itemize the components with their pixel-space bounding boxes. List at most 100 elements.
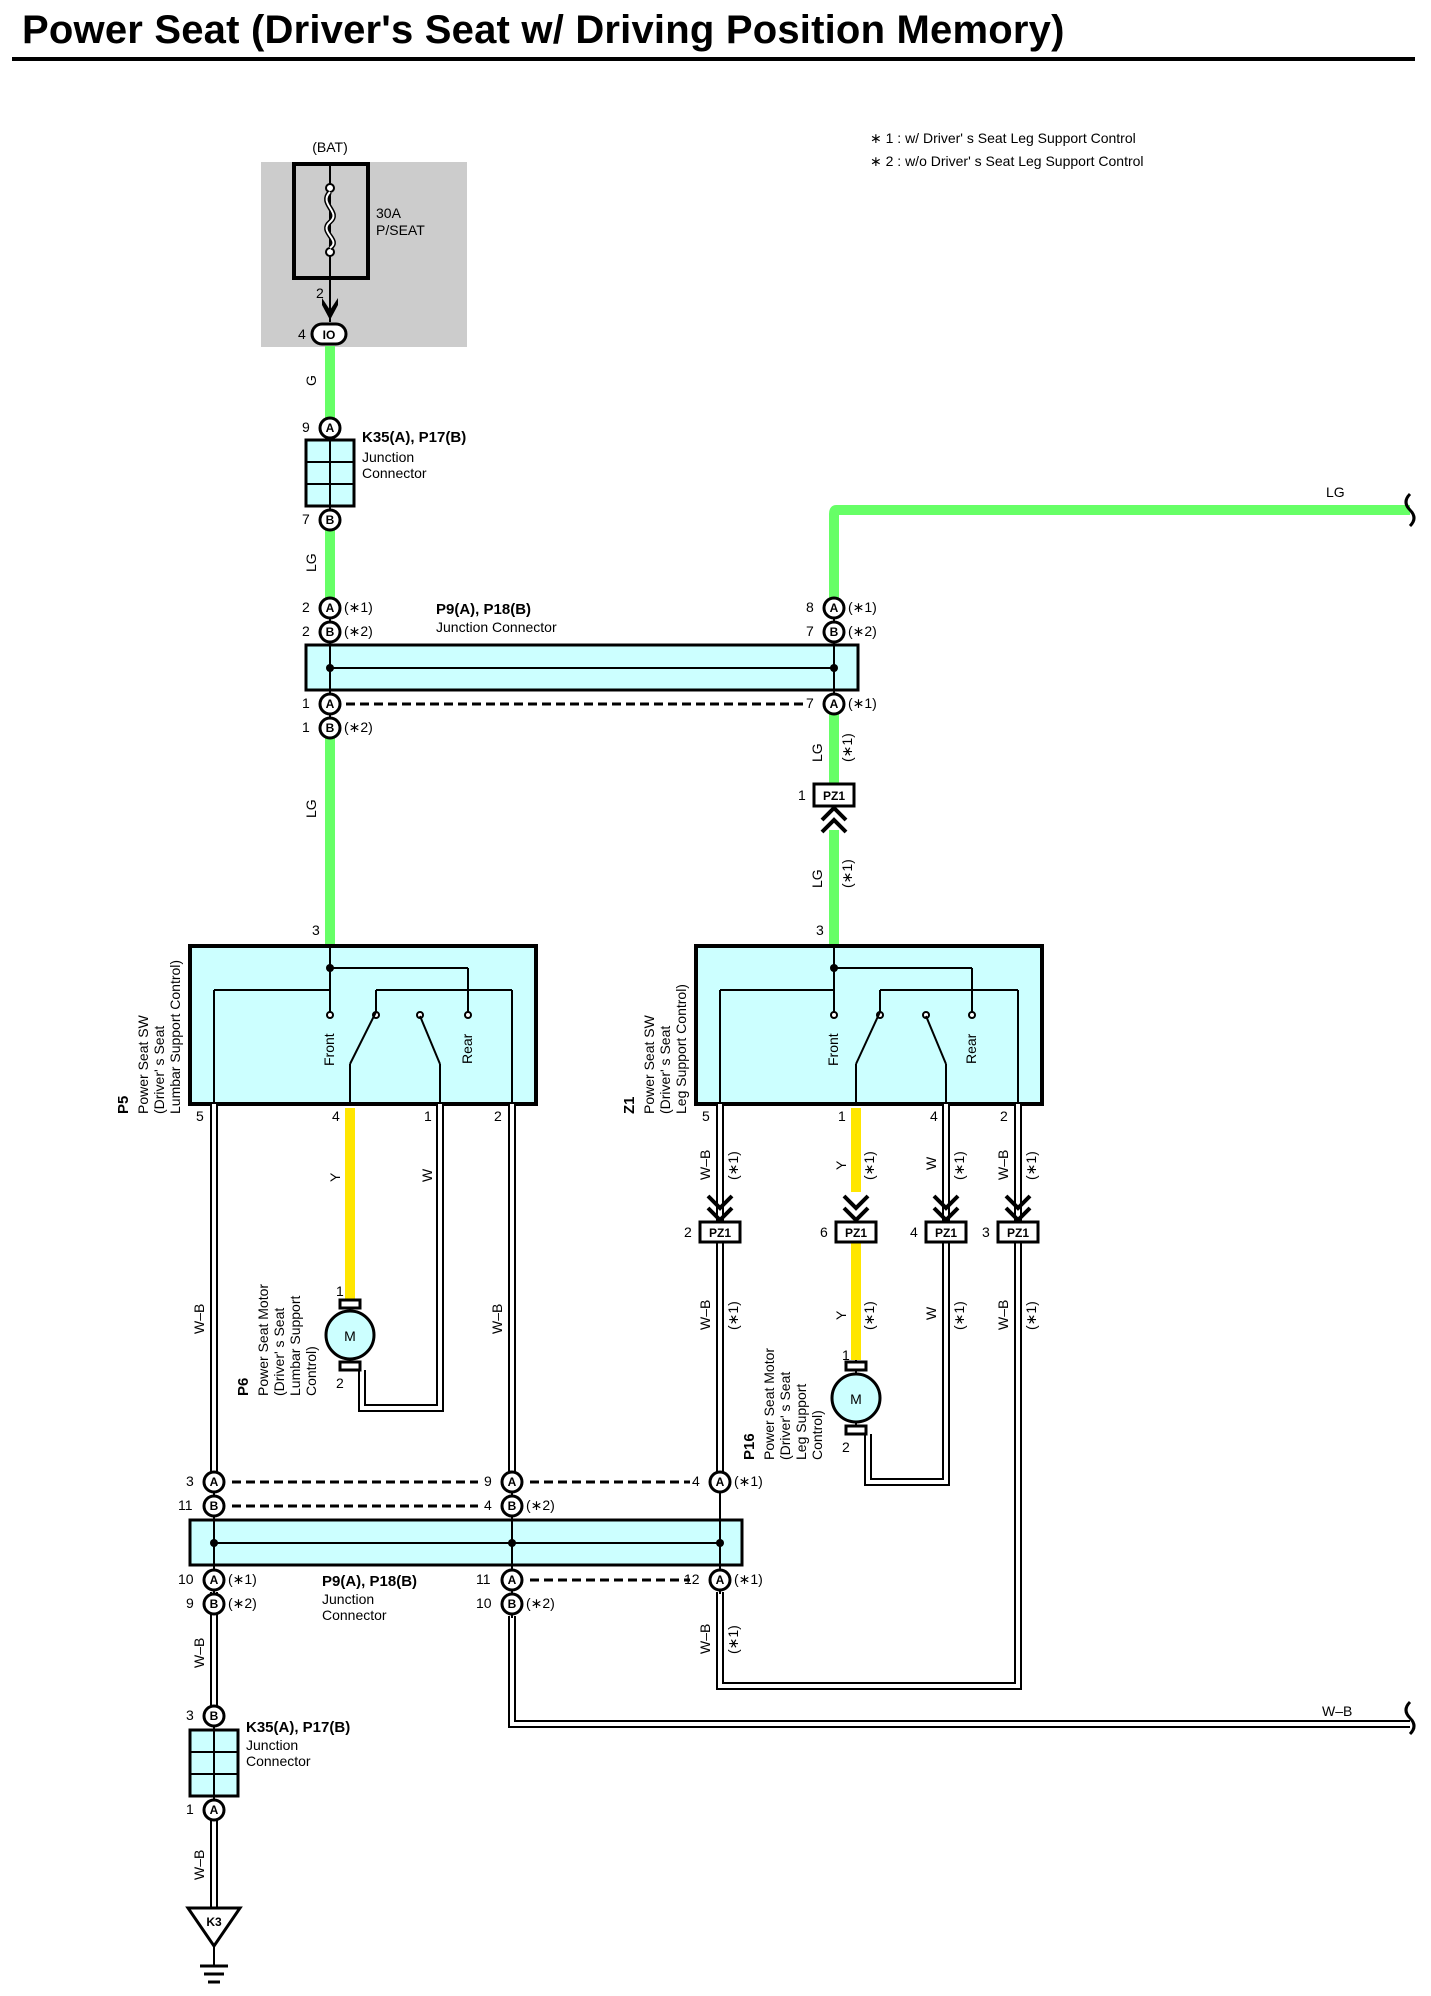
svg-text:Lumbar Support: Lumbar Support xyxy=(287,1295,303,1396)
svg-text:W: W xyxy=(923,1156,939,1170)
svg-text:2: 2 xyxy=(842,1439,850,1455)
switch-lumbar: 3 Front Rear 5 4 1 2 P5 Power Seat SW (D… xyxy=(115,922,538,1124)
svg-text:3: 3 xyxy=(982,1224,990,1240)
svg-text:Junction Connector: Junction Connector xyxy=(436,619,557,635)
svg-text:1: 1 xyxy=(838,1108,846,1124)
svg-text:W–B: W–B xyxy=(697,1300,713,1330)
svg-text:A: A xyxy=(716,1573,725,1587)
svg-text:W–B: W–B xyxy=(995,1150,1011,1180)
chevron-down-icon xyxy=(1004,1194,1032,1223)
fuse-pin: 2 xyxy=(316,285,324,301)
svg-text:11: 11 xyxy=(178,1497,193,1513)
svg-text:(∗1): (∗1) xyxy=(861,1301,877,1330)
svg-text:(∗1): (∗1) xyxy=(848,599,877,615)
svg-text:A: A xyxy=(210,1475,219,1489)
svg-text:3: 3 xyxy=(816,922,824,938)
svg-text:Y: Y xyxy=(833,1160,849,1170)
svg-text:Power Seat Motor: Power Seat Motor xyxy=(255,1284,271,1396)
svg-text:PZ1: PZ1 xyxy=(935,1226,957,1240)
svg-text:10: 10 xyxy=(476,1595,492,1611)
svg-text:4: 4 xyxy=(910,1224,918,1240)
svg-text:B: B xyxy=(210,1499,219,1513)
svg-text:7: 7 xyxy=(302,511,310,527)
svg-text:2: 2 xyxy=(1000,1108,1008,1124)
svg-text:(∗1): (∗1) xyxy=(725,1301,741,1330)
svg-text:8: 8 xyxy=(806,599,814,615)
svg-text:W: W xyxy=(923,1306,939,1320)
sw-lumbar-code: P5 xyxy=(115,1096,132,1114)
svg-text:(∗1): (∗1) xyxy=(1023,1151,1039,1180)
svg-text:11: 11 xyxy=(476,1571,491,1587)
svg-text:PZ1: PZ1 xyxy=(709,1226,731,1240)
svg-text:B: B xyxy=(508,1597,517,1611)
svg-text:(∗2): (∗2) xyxy=(344,719,373,735)
svg-text:W: W xyxy=(419,1168,435,1182)
svg-text:(∗2): (∗2) xyxy=(526,1595,555,1611)
svg-text:5: 5 xyxy=(196,1108,204,1124)
svg-text:Y: Y xyxy=(833,1310,849,1320)
svg-text:B: B xyxy=(326,513,335,527)
svg-text:LG: LG xyxy=(303,553,319,572)
svg-text:LG: LG xyxy=(809,743,825,762)
white-wires xyxy=(210,1104,1410,1908)
note-1: ∗ 1 : w/ Driver' s Seat Leg Support Cont… xyxy=(870,130,1136,146)
motor-icon xyxy=(830,1372,882,1424)
svg-text:2: 2 xyxy=(684,1224,692,1240)
svg-text:W–B: W–B xyxy=(191,1638,207,1668)
svg-text:Connector: Connector xyxy=(322,1607,387,1623)
svg-text:4: 4 xyxy=(930,1108,938,1124)
fuse-rating: 30A xyxy=(376,205,402,221)
note-2: ∗ 2 : w/o Driver' s Seat Leg Support Con… xyxy=(870,153,1144,169)
fuse-shade xyxy=(261,162,467,347)
svg-text:7: 7 xyxy=(806,623,814,639)
svg-text:W–B: W–B xyxy=(1322,1703,1352,1719)
svg-text:A: A xyxy=(326,421,335,435)
svg-text:Junction: Junction xyxy=(362,449,414,465)
motor-lumbar: M 1 2 P6 Power Seat Motor (Driver' s Sea… xyxy=(235,1283,376,1396)
svg-text:(∗1): (∗1) xyxy=(344,599,373,615)
switch-leg: 3 Front Rear 5 1 4 2 Z1 Power Seat SW (D… xyxy=(621,922,1044,1124)
jbar-upper-code: P9(A), P18(B) xyxy=(436,601,531,618)
svg-text:3: 3 xyxy=(186,1707,194,1723)
svg-text:W–B: W–B xyxy=(489,1304,505,1334)
junction-connector-bottom: B 3 A 1 K35(A), P17(B) Junction Connecto… xyxy=(186,1704,350,1822)
svg-text:6: 6 xyxy=(820,1224,828,1240)
power-wire-labels: G LG LG LG LG (∗1) LG (∗1) xyxy=(303,375,1345,888)
svg-text:4: 4 xyxy=(692,1473,700,1489)
svg-text:5: 5 xyxy=(702,1108,710,1124)
svg-text:W–B: W–B xyxy=(697,1150,713,1180)
switch-contact-front xyxy=(349,1011,377,1065)
svg-text:1: 1 xyxy=(302,695,310,711)
motor-lumbar-code: P6 xyxy=(235,1378,252,1396)
svg-text:4: 4 xyxy=(484,1497,492,1513)
svg-text:1: 1 xyxy=(842,1347,850,1363)
svg-text:(∗2): (∗2) xyxy=(228,1595,257,1611)
svg-text:(Driver' s Seat: (Driver' s Seat xyxy=(151,1026,167,1114)
svg-text:Front: Front xyxy=(321,1033,337,1066)
svg-text:2: 2 xyxy=(302,599,310,615)
fuse-name: P/SEAT xyxy=(376,222,425,238)
svg-text:Rear: Rear xyxy=(459,1033,475,1064)
svg-text:B: B xyxy=(210,1597,219,1611)
svg-text:Connector: Connector xyxy=(362,465,427,481)
svg-text:W–B: W–B xyxy=(191,1304,207,1334)
title-rule xyxy=(12,57,1415,61)
svg-text:W–B: W–B xyxy=(191,1850,207,1880)
pz1-lower-connectors: PZ1 2 PZ1 6 PZ1 4 PZ1 3 xyxy=(684,1194,1040,1244)
svg-text:Rear: Rear xyxy=(963,1033,979,1064)
page-title: Power Seat (Driver's Seat w/ Driving Pos… xyxy=(22,8,1065,52)
svg-text:G: G xyxy=(303,375,319,386)
fuse-conn-pin: 4 xyxy=(298,326,306,342)
svg-text:(∗1): (∗1) xyxy=(725,1151,741,1180)
connector-arrow-icon xyxy=(322,298,338,320)
svg-text:A: A xyxy=(830,697,839,711)
svg-text:Power Seat SW: Power Seat SW xyxy=(135,1014,151,1114)
junction-bar-lower: A B 3 11 A B 9 4 (∗2) A 4 (∗1) A B 10 9 … xyxy=(178,1470,763,1623)
svg-text:A: A xyxy=(210,1573,219,1587)
svg-text:B: B xyxy=(326,721,335,735)
power-wires xyxy=(325,346,1410,945)
svg-text:Leg Support: Leg Support xyxy=(793,1384,809,1460)
svg-text:9: 9 xyxy=(302,419,310,435)
svg-text:A: A xyxy=(508,1475,517,1489)
yellow-wires xyxy=(345,1108,861,1360)
